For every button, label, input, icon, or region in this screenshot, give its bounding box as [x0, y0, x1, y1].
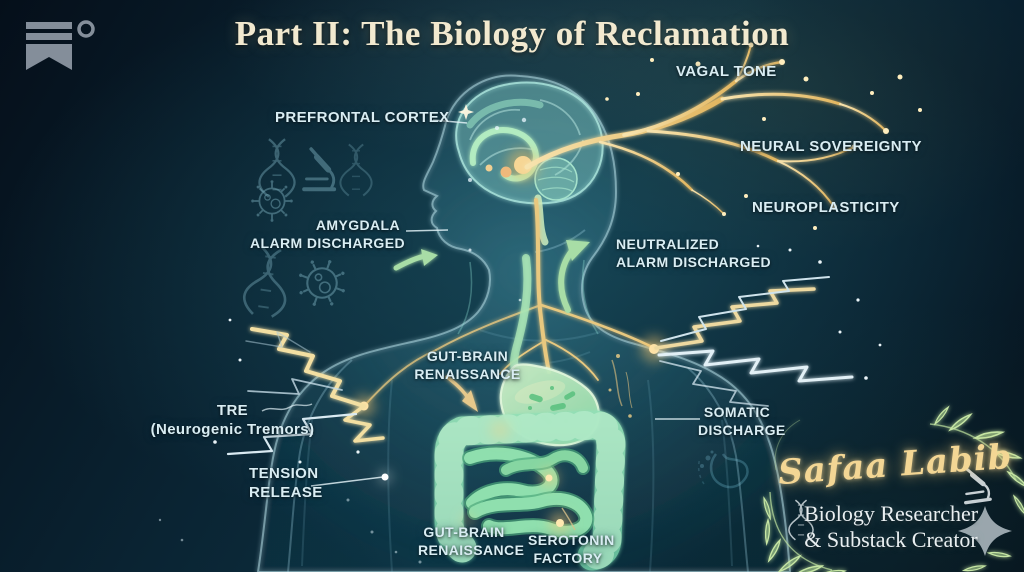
bookmark-ribbon-icon[interactable]: [26, 20, 102, 72]
label-neutralized-alarm: NEUTRALIZED ALARM DISCHARGED: [616, 236, 771, 270]
label-vagal-tone: VAGAL TONE: [676, 63, 777, 80]
green-arrow-up-icon: [558, 240, 590, 313]
laurel-wreath-icon: [758, 406, 1024, 572]
label-somatic-discharge: SOMATIC DISCHARGE: [698, 404, 786, 438]
lightning-left: [213, 318, 385, 464]
brain-illustration: [455, 81, 604, 302]
circle-badge-icon: [77, 20, 95, 38]
label-neuroplasticity: NEUROPLASTICITY: [752, 199, 900, 216]
gut-illustration: [434, 254, 633, 571]
signature-role: Biology Researcher & Substack Creator: [803, 501, 979, 552]
vagus-nerve-branches: [524, 44, 887, 215]
virus-cell-icon: [250, 179, 294, 223]
page-title: Part II: The Biology of Reclamation: [234, 14, 790, 53]
label-neural-sovereignty: NEURAL SOVEREIGNTY: [740, 138, 922, 155]
label-serotonin-factory: SEROTONIN FACTORY: [528, 532, 615, 566]
nerve-glow-dots: [605, 42, 922, 230]
green-arrow-right-icon: [393, 249, 438, 271]
label-tension-release: TENSION RELEASE: [249, 465, 323, 502]
label-gut-brain-mid: GUT-BRAIN RENAISSANCE: [414, 348, 521, 382]
microscope-icon: [304, 149, 334, 189]
label-prefrontal-cortex: PREFRONTAL CORTEX: [275, 109, 450, 126]
lightning-right: [654, 244, 882, 407]
tension-point: [381, 473, 389, 481]
label-amygdala: AMYGDALA ALARM DISCHARGED: [250, 217, 405, 251]
leader-lines: [261, 119, 700, 531]
label-tre: TRE (Neurogenic Tremors): [150, 402, 315, 439]
sparkle-diamond-icon: [958, 506, 1012, 556]
gold-arrow-down-icon: [445, 375, 478, 412]
label-gut-brain-bottom: GUT-BRAIN RENAISSANCE: [418, 524, 525, 558]
ambient-dots: [158, 498, 422, 564]
